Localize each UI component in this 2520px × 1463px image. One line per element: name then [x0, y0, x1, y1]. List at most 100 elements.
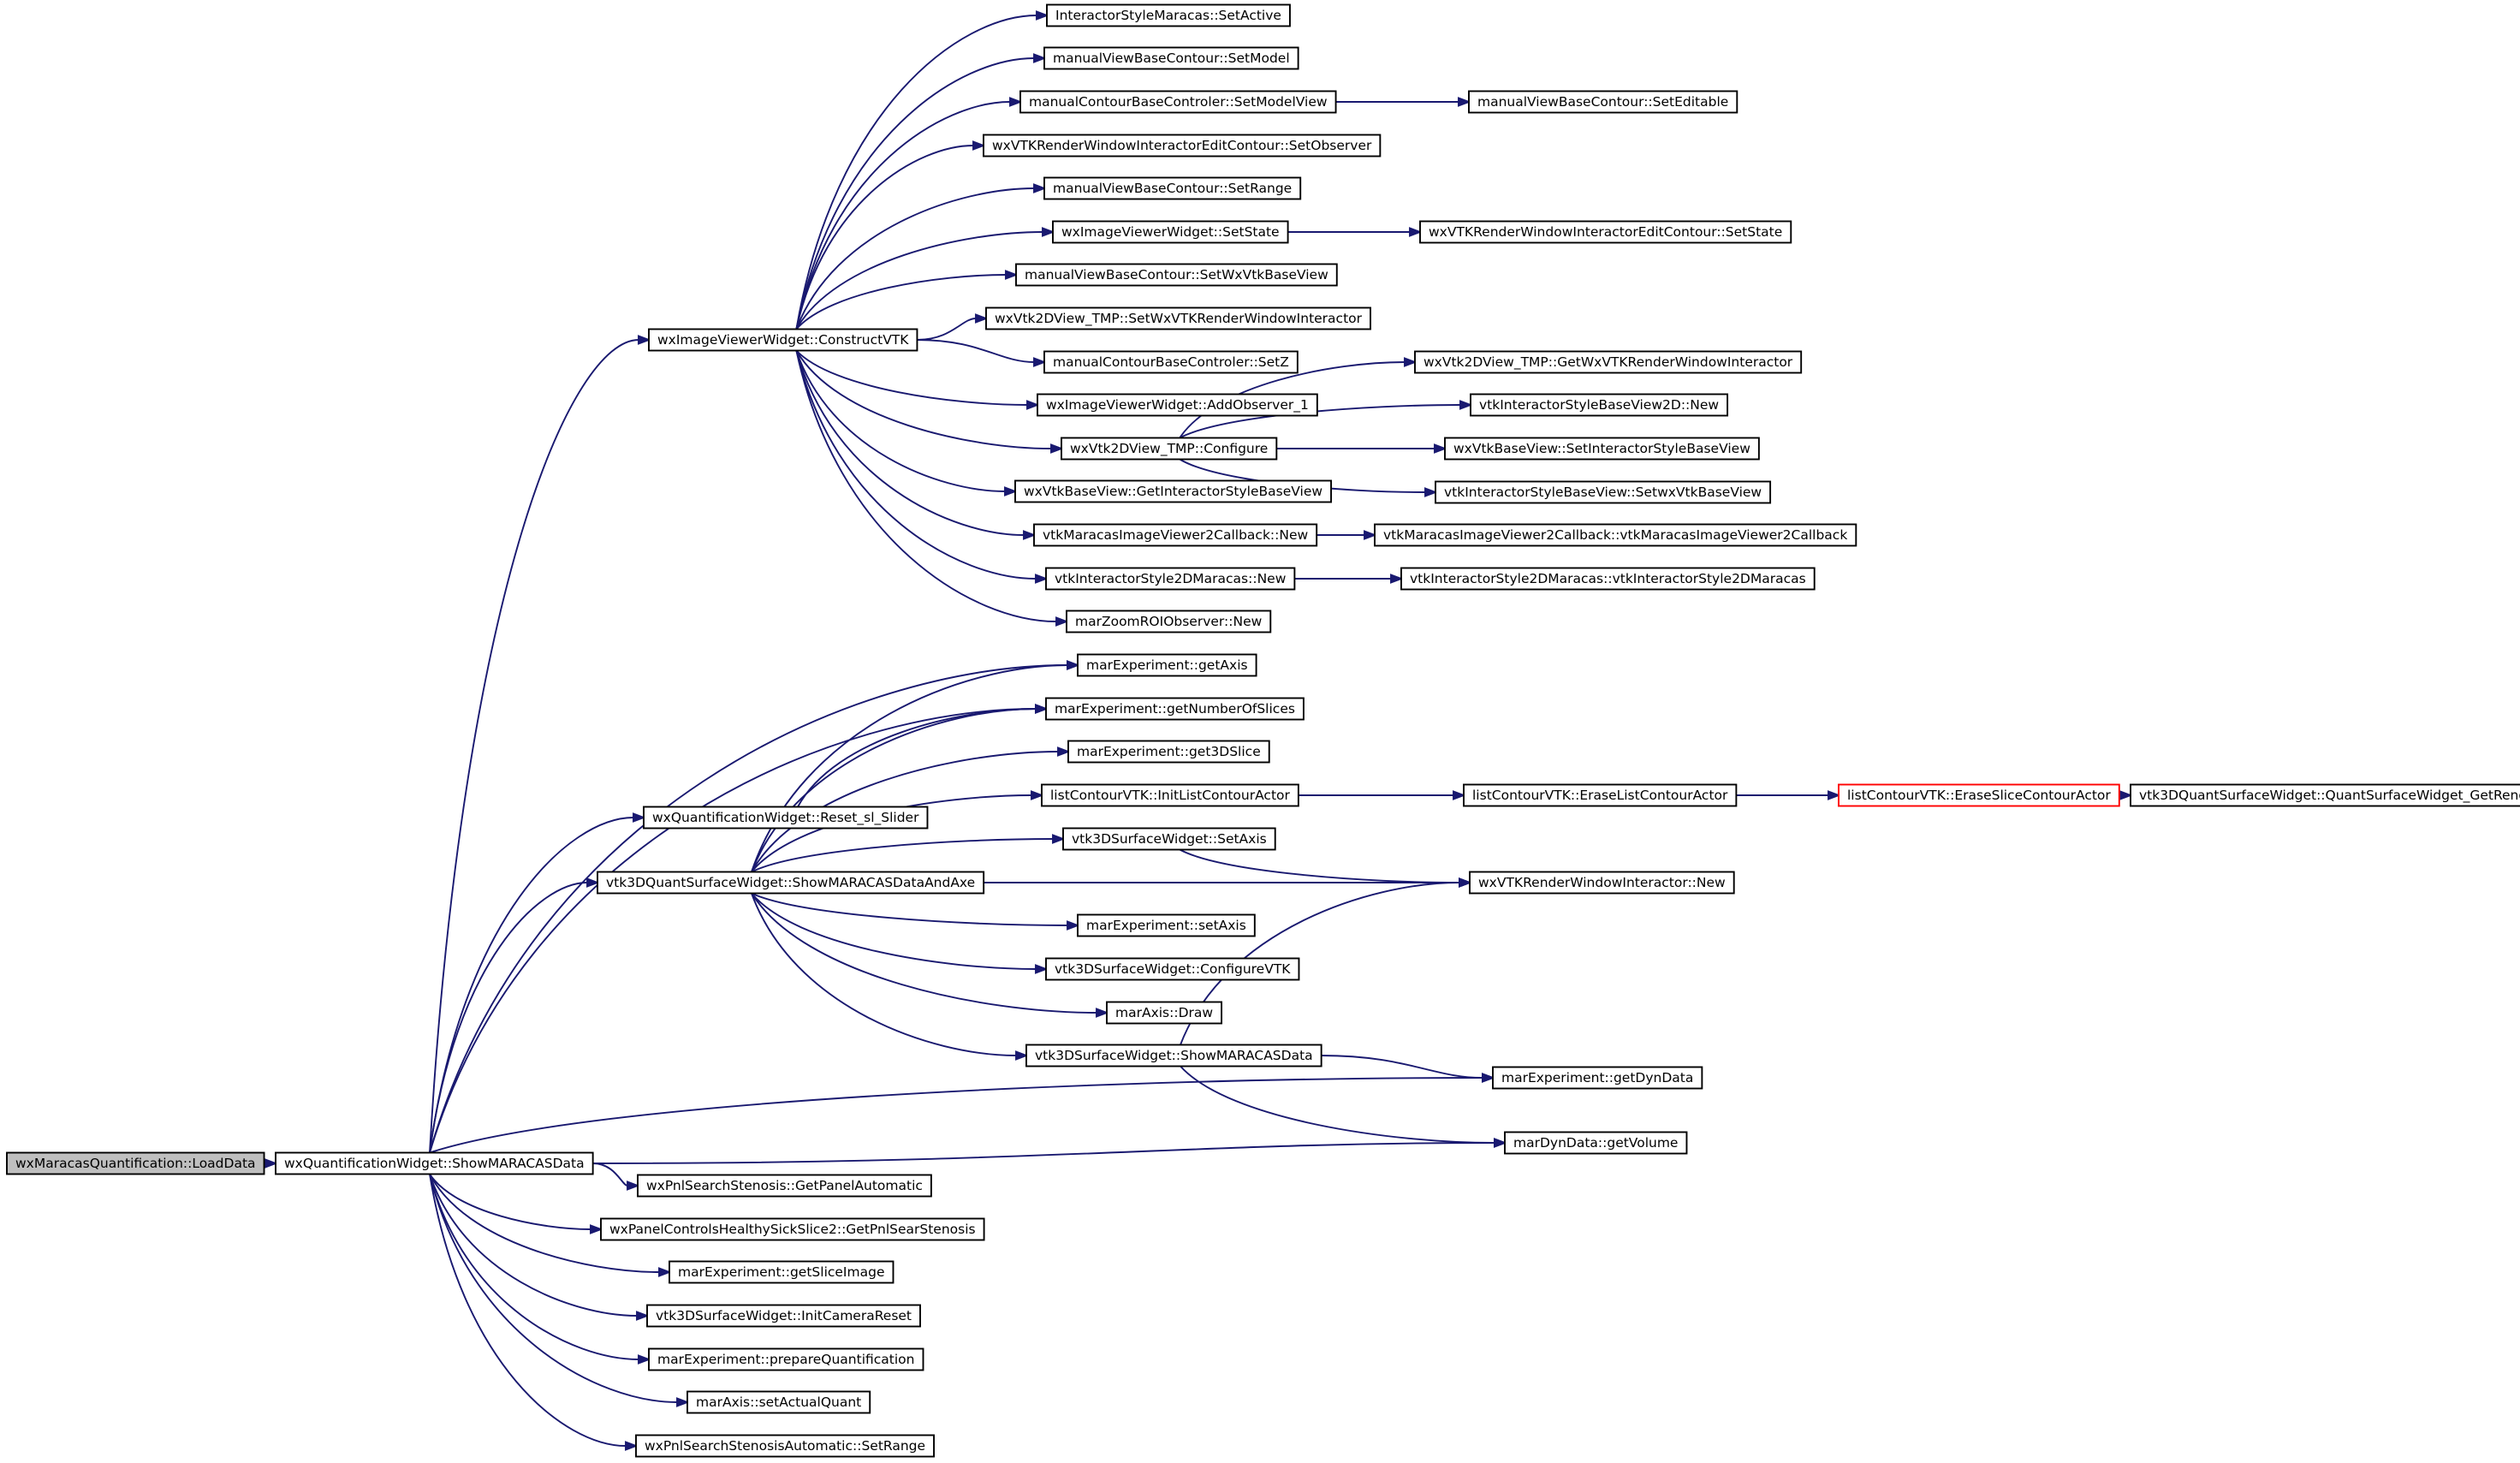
node-vtkinteractorstyle2dmaracas-vtkinteractorstyle2dmaracas[interactable]: vtkInteractorStyle2DMaracas::vtkInteract… [1400, 567, 1816, 591]
node-manualviewbasecontour-setmodel[interactable]: manualViewBaseContour::SetModel [1043, 46, 1299, 70]
node-label: wxImageViewerWidget::AddObserver_1 [1046, 397, 1309, 413]
node-label: wxQuantificationWidget::Reset_sl_Slider [652, 810, 919, 826]
node-label: marExperiment::getAxis [1086, 657, 1248, 673]
arrowhead [972, 140, 986, 151]
node-wxvtkbaseview-setinteractorstylebaseview[interactable]: wxVtkBaseView::SetInteractorStyleBaseVie… [1444, 437, 1760, 461]
node-box [1045, 957, 1300, 981]
node-box [1463, 783, 1738, 807]
node-wxquantificationwidget-showmaracasdata[interactable]: wxQuantificationWidget::ShowMARACASData [275, 1151, 594, 1175]
node-box [1374, 523, 1857, 547]
edge-showmaracasdata-to-constructvtk [429, 339, 639, 1153]
node-label: marZoomROIObserver::New [1075, 614, 1263, 629]
node-box [597, 871, 985, 895]
node-listcontourvtk-eraseslicecontouractor[interactable]: listContourVTK::EraseSliceContourActor [1838, 783, 2120, 807]
node-label: wxVtk2DView_TMP::Configure [1070, 441, 1268, 457]
node-marexperiment-get3dslice[interactable]: marExperiment::get3DSlice [1067, 740, 1270, 764]
edge-showmaracasdata-to-getsliceimage [429, 1174, 660, 1273]
node-mardyndata-getvolume[interactable]: marDynData::getVolume [1504, 1131, 1688, 1155]
node-vtkinteractorstylebaseview2d-new[interactable]: vtkInteractorStyleBaseView2D::New [1470, 393, 1729, 417]
node-marexperiment-getsliceimage[interactable]: marExperiment::getSliceImage [669, 1260, 894, 1284]
node-marexperiment-getaxis[interactable]: marExperiment::getAxis [1077, 653, 1257, 677]
node-box [1469, 871, 1735, 895]
node-vtk3dsurfacewidget-showmaracasdata[interactable]: vtk3DSurfaceWidget::ShowMARACASData [1025, 1044, 1322, 1068]
node-marexperiment-getdyndata[interactable]: marExperiment::getDynData [1492, 1066, 1703, 1090]
node-wxpnlsearchstenosisautomatic-setrange[interactable]: wxPnlSearchStenosisAutomatic::SetRange [635, 1434, 935, 1458]
node-wxvtkrenderwindowinteractoreditcontour-setobserver[interactable]: wxVTKRenderWindowInteractorEditContour::… [983, 134, 1382, 158]
node-vtkmaracasimageviewer2callback-vtkmaracasimageviewer2callback[interactable]: vtkMaracasImageViewer2Callback::vtkMarac… [1374, 523, 1857, 547]
node-label: vtk3DSurfaceWidget::ShowMARACASData [1035, 1048, 1313, 1063]
node-wximageviewerwidget-setstate[interactable]: wxImageViewerWidget::SetState [1052, 220, 1289, 244]
node-wxvtk2dview-tmp-getwxvtkrenderwindowinteractor[interactable]: wxVtk2DView_TMP::GetWxVTKRenderWindowInt… [1414, 350, 1803, 374]
node-vtk3dsurfacewidget-configurevtk[interactable]: vtk3DSurfaceWidget::ConfigureVTK [1045, 957, 1300, 981]
arrowhead [1096, 1008, 1109, 1018]
arrowhead [1453, 790, 1466, 800]
node-wxpanelcontrolshealthysickslice2-getpnlsearstenosis[interactable]: wxPanelControlsHealthySickSlice2::GetPnl… [600, 1217, 985, 1241]
node-box [1838, 783, 2120, 807]
node-maraxis-draw[interactable]: marAxis::Draw [1106, 1001, 1223, 1025]
node-box [1043, 46, 1299, 70]
node-box [1045, 567, 1296, 591]
node-label: InteractorStyleMaracas::SetActive [1055, 8, 1281, 23]
node-box [1045, 697, 1305, 721]
node-wxpnlsearchstenosis-getpanelautomatic[interactable]: wxPnlSearchStenosis::GetPanelAutomatic [637, 1174, 932, 1198]
arrowhead [636, 1311, 650, 1321]
edge-surfshow-to-getdyndata [1321, 1055, 1483, 1079]
node-manualviewbasecontour-setwxvtkbaseview[interactable]: manualViewBaseContour::SetWxVtkBaseView [1015, 263, 1338, 287]
node-wximageviewerwidget-addobserver-1[interactable]: wxImageViewerWidget::AddObserver_1 [1037, 393, 1318, 417]
node-manualcontourbasecontroler-setz[interactable]: manualContourBaseControler::SetZ [1043, 350, 1299, 374]
node-vtk3dquantsurfacewidget-showmaracasdataandaxe[interactable]: vtk3DQuantSurfaceWidget::ShowMARACASData… [597, 871, 985, 895]
node-listcontourvtk-eraselistcontouractor[interactable]: listContourVTK::EraseListContourActor [1463, 783, 1738, 807]
node-wxquantificationwidget-reset-sl-slider[interactable]: wxQuantificationWidget::Reset_sl_Slider [643, 806, 929, 830]
node-manualviewbasecontour-setrange[interactable]: manualViewBaseContour::SetRange [1043, 176, 1302, 200]
node-marexperiment-getnumberofslices[interactable]: marExperiment::getNumberOfSlices [1045, 697, 1305, 721]
node-marzoomroiobserver-new[interactable]: marZoomROIObserver::New [1066, 610, 1272, 633]
node-maraxis-setactualquant[interactable]: marAxis::setActualQuant [686, 1390, 871, 1414]
node-wxvtkrenderwindowinteractor-new[interactable]: wxVTKRenderWindowInteractor::New [1469, 871, 1735, 895]
arrowhead [1459, 877, 1472, 888]
node-vtk3dquantsurfacewidget-quantsurfacewidget-getrenderer[interactable]: vtk3DQuantSurfaceWidget::QuantSurfaceWid… [2130, 783, 2520, 807]
arrowhead [676, 1397, 690, 1407]
arrowhead [1364, 530, 1377, 540]
node-box [1062, 827, 1276, 851]
edge-showandaxe-to-axisdraw [751, 892, 1097, 1014]
node-wxvtkrenderwindowinteractoreditcontour-setstate[interactable]: wxVTKRenderWindowInteractorEditContour::… [1419, 220, 1792, 244]
node-interactorstylemaracas-setactive[interactable]: InteractorStyleMaracas::SetActive [1046, 3, 1291, 27]
node-vtk3dsurfacewidget-initcamerareset[interactable]: vtk3DSurfaceWidget::InitCameraReset [646, 1304, 921, 1328]
node-manualviewbasecontour-seteditable[interactable]: manualViewBaseContour::SetEditable [1468, 90, 1738, 114]
edge-showmaracasdata-to-resetslider [429, 817, 634, 1153]
node-label: vtkMaracasImageViewer2Callback::vtkMarac… [1383, 527, 1847, 543]
node-label: marExperiment::getDynData [1501, 1070, 1693, 1085]
node-wxvtkbaseview-getinteractorstylebaseview[interactable]: wxVtkBaseView::GetInteractorStyleBaseVie… [1014, 479, 1332, 503]
arrowhead [625, 1441, 639, 1451]
arrowhead [638, 335, 651, 345]
node-label: manualViewBaseContour::SetModel [1053, 51, 1290, 66]
arrowhead [1458, 97, 1471, 107]
node-label: listContourVTK::EraseSliceContourActor [1847, 788, 2111, 803]
node-marexperiment-preparequantification[interactable]: marExperiment::prepareQuantification [648, 1347, 924, 1371]
arrowhead [1057, 746, 1071, 757]
node-vtkinteractorstylebaseview-setwxvtkbaseview[interactable]: vtkInteractorStyleBaseView::SetwxVtkBase… [1435, 480, 1772, 504]
node-vtk3dsurfacewidget-setaxis[interactable]: vtk3DSurfaceWidget::SetAxis [1062, 827, 1276, 851]
edge-surfshow-to-getvolume [1180, 1065, 1495, 1144]
edge-constructvtk-to-setobserver [795, 145, 974, 330]
edge-configure-to-getwxvtkrwi [1179, 361, 1406, 439]
node-vtkinteractorstyle2dmaracas-new[interactable]: vtkInteractorStyle2DMaracas::New [1045, 567, 1296, 591]
node-box [275, 1151, 594, 1175]
node-marexperiment-setaxis[interactable]: marExperiment::setAxis [1077, 913, 1256, 937]
node-wxvtk2dview-tmp-configure[interactable]: wxVtk2DView_TMP::Configure [1061, 437, 1278, 461]
node-wxmaracasquantification-loaddata[interactable]: wxMaracasQuantification::LoadData [6, 1151, 265, 1175]
node-box [1077, 913, 1256, 937]
node-manualcontourbasecontroler-setmodelview[interactable]: manualContourBaseControler::SetModelView [1019, 90, 1337, 114]
node-wximageviewerwidget-constructvtk[interactable]: wxImageViewerWidget::ConstructVTK [648, 328, 918, 352]
node-vtkmaracasimageviewer2callback-new[interactable]: vtkMaracasImageViewer2Callback::New [1033, 523, 1318, 547]
node-box [6, 1151, 265, 1175]
edge-showmaracasdata-to-initcamera [429, 1174, 638, 1317]
arrowhead [1050, 443, 1064, 454]
arrowhead [1035, 704, 1049, 714]
node-box [1015, 263, 1338, 287]
edge-constructvtk-to-setrange [795, 187, 1035, 330]
node-listcontourvtk-initlistcontouractor[interactable]: listContourVTK::InitListContourActor [1041, 783, 1299, 807]
edge-constructvtk-to-setmodelview [795, 101, 1011, 330]
node-wxvtk2dview-tmp-setwxvtkrenderwindowinteractor[interactable]: wxVtk2DView_TMP::SetWxVTKRenderWindowInt… [985, 306, 1371, 330]
